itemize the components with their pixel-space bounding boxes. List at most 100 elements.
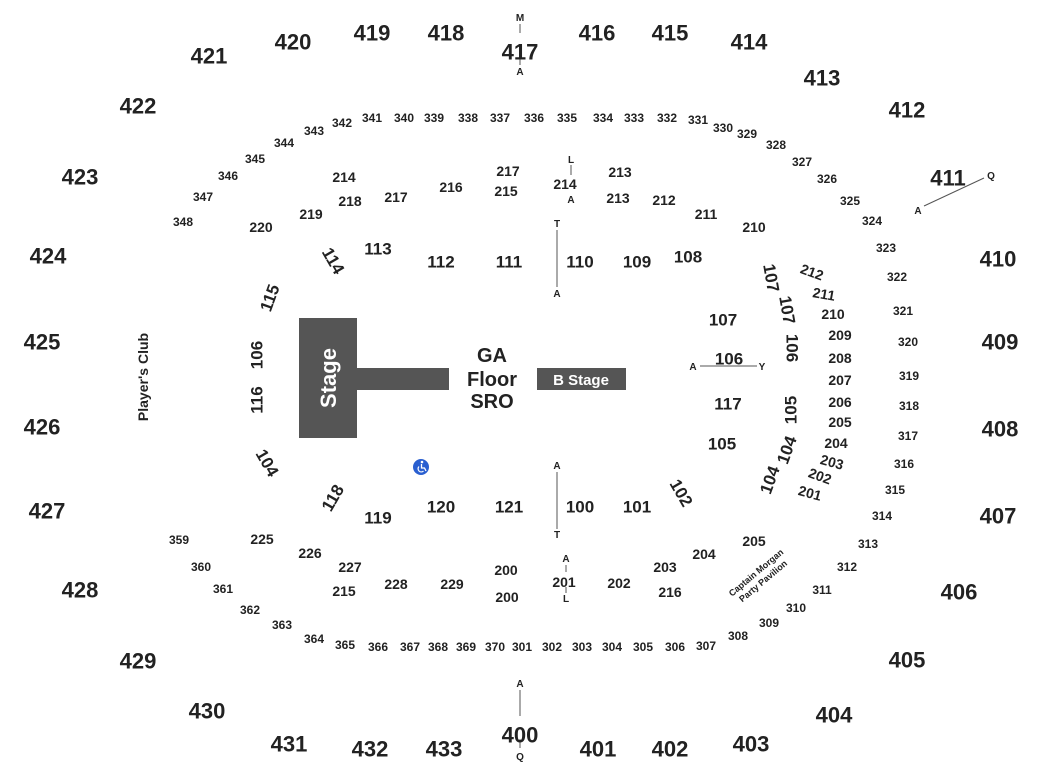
section-205[interactable]: 205 xyxy=(742,533,766,549)
section-409[interactable]: 409 xyxy=(982,330,1019,355)
section-401[interactable]: 401 xyxy=(580,737,617,762)
section-329[interactable]: 329 xyxy=(737,127,757,141)
ga-floor[interactable]: GA Floor SRO xyxy=(467,345,517,413)
section-340[interactable]: 340 xyxy=(394,111,414,125)
section-210[interactable]: 210 xyxy=(742,219,766,235)
section-313[interactable]: 313 xyxy=(858,537,878,551)
section-359[interactable]: 359 xyxy=(169,533,189,547)
section-209[interactable]: 209 xyxy=(828,327,852,343)
section-219[interactable]: 219 xyxy=(299,206,323,222)
section-204[interactable]: 204 xyxy=(692,546,716,562)
section-326[interactable]: 326 xyxy=(817,172,837,186)
section-319[interactable]: 319 xyxy=(899,369,919,383)
section-432[interactable]: 432 xyxy=(352,737,389,762)
section-366[interactable]: 366 xyxy=(368,640,388,654)
section-210[interactable]: 210 xyxy=(821,306,845,322)
b-stage[interactable]: B Stage xyxy=(537,368,626,390)
section-201[interactable]: 201 xyxy=(552,574,576,590)
section-322[interactable]: 322 xyxy=(887,270,907,284)
section-101[interactable]: 101 xyxy=(623,498,651,517)
section-202[interactable]: 202 xyxy=(607,575,631,591)
section-100[interactable]: 100 xyxy=(566,498,594,517)
section-120[interactable]: 120 xyxy=(427,498,455,517)
section-406[interactable]: 406 xyxy=(941,580,978,605)
section-104[interactable]: 104 xyxy=(252,446,283,481)
section-408[interactable]: 408 xyxy=(982,417,1019,442)
section-121[interactable]: 121 xyxy=(495,498,523,517)
section-311[interactable]: 311 xyxy=(812,583,832,597)
section-344[interactable]: 344 xyxy=(274,136,294,150)
section-360[interactable]: 360 xyxy=(191,560,211,574)
section-324[interactable]: 324 xyxy=(862,214,882,228)
section-327[interactable]: 327 xyxy=(792,155,812,169)
section-102[interactable]: 102 xyxy=(666,476,697,510)
section-363[interactable]: 363 xyxy=(272,618,292,632)
section-323[interactable]: 323 xyxy=(876,241,896,255)
section-335[interactable]: 335 xyxy=(557,111,577,125)
section-217[interactable]: 217 xyxy=(496,163,520,179)
section-331[interactable]: 331 xyxy=(688,113,708,127)
section-316[interactable]: 316 xyxy=(894,457,914,471)
section-109[interactable]: 109 xyxy=(623,253,651,272)
section-320[interactable]: 320 xyxy=(898,335,918,349)
section-227[interactable]: 227 xyxy=(338,559,362,575)
section-106[interactable]: 106 xyxy=(715,350,743,369)
section-343[interactable]: 343 xyxy=(304,124,324,138)
section-321[interactable]: 321 xyxy=(893,304,913,318)
section-108[interactable]: 108 xyxy=(674,248,702,267)
section-416[interactable]: 416 xyxy=(579,21,616,46)
section-402[interactable]: 402 xyxy=(652,737,689,762)
section-334[interactable]: 334 xyxy=(593,111,613,125)
section-205[interactable]: 205 xyxy=(828,414,852,430)
section-433[interactable]: 433 xyxy=(426,737,463,762)
section-215[interactable]: 215 xyxy=(332,583,356,599)
main-stage[interactable]: Stage xyxy=(299,318,449,438)
section-107[interactable]: 107 xyxy=(775,294,799,325)
section-310[interactable]: 310 xyxy=(786,601,806,615)
section-337[interactable]: 337 xyxy=(490,111,510,125)
section-312[interactable]: 312 xyxy=(837,560,857,574)
section-106[interactable]: 106 xyxy=(783,334,802,362)
section-212[interactable]: 212 xyxy=(798,260,826,283)
section-429[interactable]: 429 xyxy=(120,649,157,674)
section-328[interactable]: 328 xyxy=(766,138,786,152)
section-347[interactable]: 347 xyxy=(193,190,213,204)
section-338[interactable]: 338 xyxy=(458,111,478,125)
section-118[interactable]: 118 xyxy=(318,481,348,514)
section-112[interactable]: 112 xyxy=(427,253,454,272)
section-119[interactable]: 119 xyxy=(364,509,391,528)
section-421[interactable]: 421 xyxy=(191,44,228,69)
section-333[interactable]: 333 xyxy=(624,111,644,125)
section-427[interactable]: 427 xyxy=(29,499,66,524)
section-104[interactable]: 104 xyxy=(756,463,784,497)
section-303[interactable]: 303 xyxy=(572,640,592,654)
section-208[interactable]: 208 xyxy=(828,350,852,366)
section-107[interactable]: 107 xyxy=(759,262,783,293)
section-111[interactable]: 111 xyxy=(496,253,523,272)
section-414[interactable]: 414 xyxy=(731,30,768,55)
section-116[interactable]: 116 xyxy=(248,386,267,413)
section-400[interactable]: 400 xyxy=(502,723,539,748)
section-410[interactable]: 410 xyxy=(980,247,1017,272)
section-200[interactable]: 200 xyxy=(494,562,518,578)
section-428[interactable]: 428 xyxy=(62,578,99,603)
section-336[interactable]: 336 xyxy=(524,111,544,125)
section-405[interactable]: 405 xyxy=(889,648,926,673)
section-105[interactable]: 105 xyxy=(708,435,736,454)
section-304[interactable]: 304 xyxy=(602,640,622,654)
section-423[interactable]: 423 xyxy=(62,165,99,190)
section-214[interactable]: 214 xyxy=(553,176,577,192)
section-308[interactable]: 308 xyxy=(728,629,748,643)
section-330[interactable]: 330 xyxy=(713,121,733,135)
section-218[interactable]: 218 xyxy=(338,193,362,209)
section-425[interactable]: 425 xyxy=(24,330,61,355)
section-346[interactable]: 346 xyxy=(218,169,238,183)
section-365[interactable]: 365 xyxy=(335,638,355,652)
section-203[interactable]: 203 xyxy=(819,451,846,473)
section-420[interactable]: 420 xyxy=(275,30,312,55)
section-426[interactable]: 426 xyxy=(24,415,61,440)
section-201[interactable]: 201 xyxy=(797,482,824,504)
section-361[interactable]: 361 xyxy=(213,582,233,596)
section-369[interactable]: 369 xyxy=(456,640,476,654)
section-203[interactable]: 203 xyxy=(653,559,677,575)
